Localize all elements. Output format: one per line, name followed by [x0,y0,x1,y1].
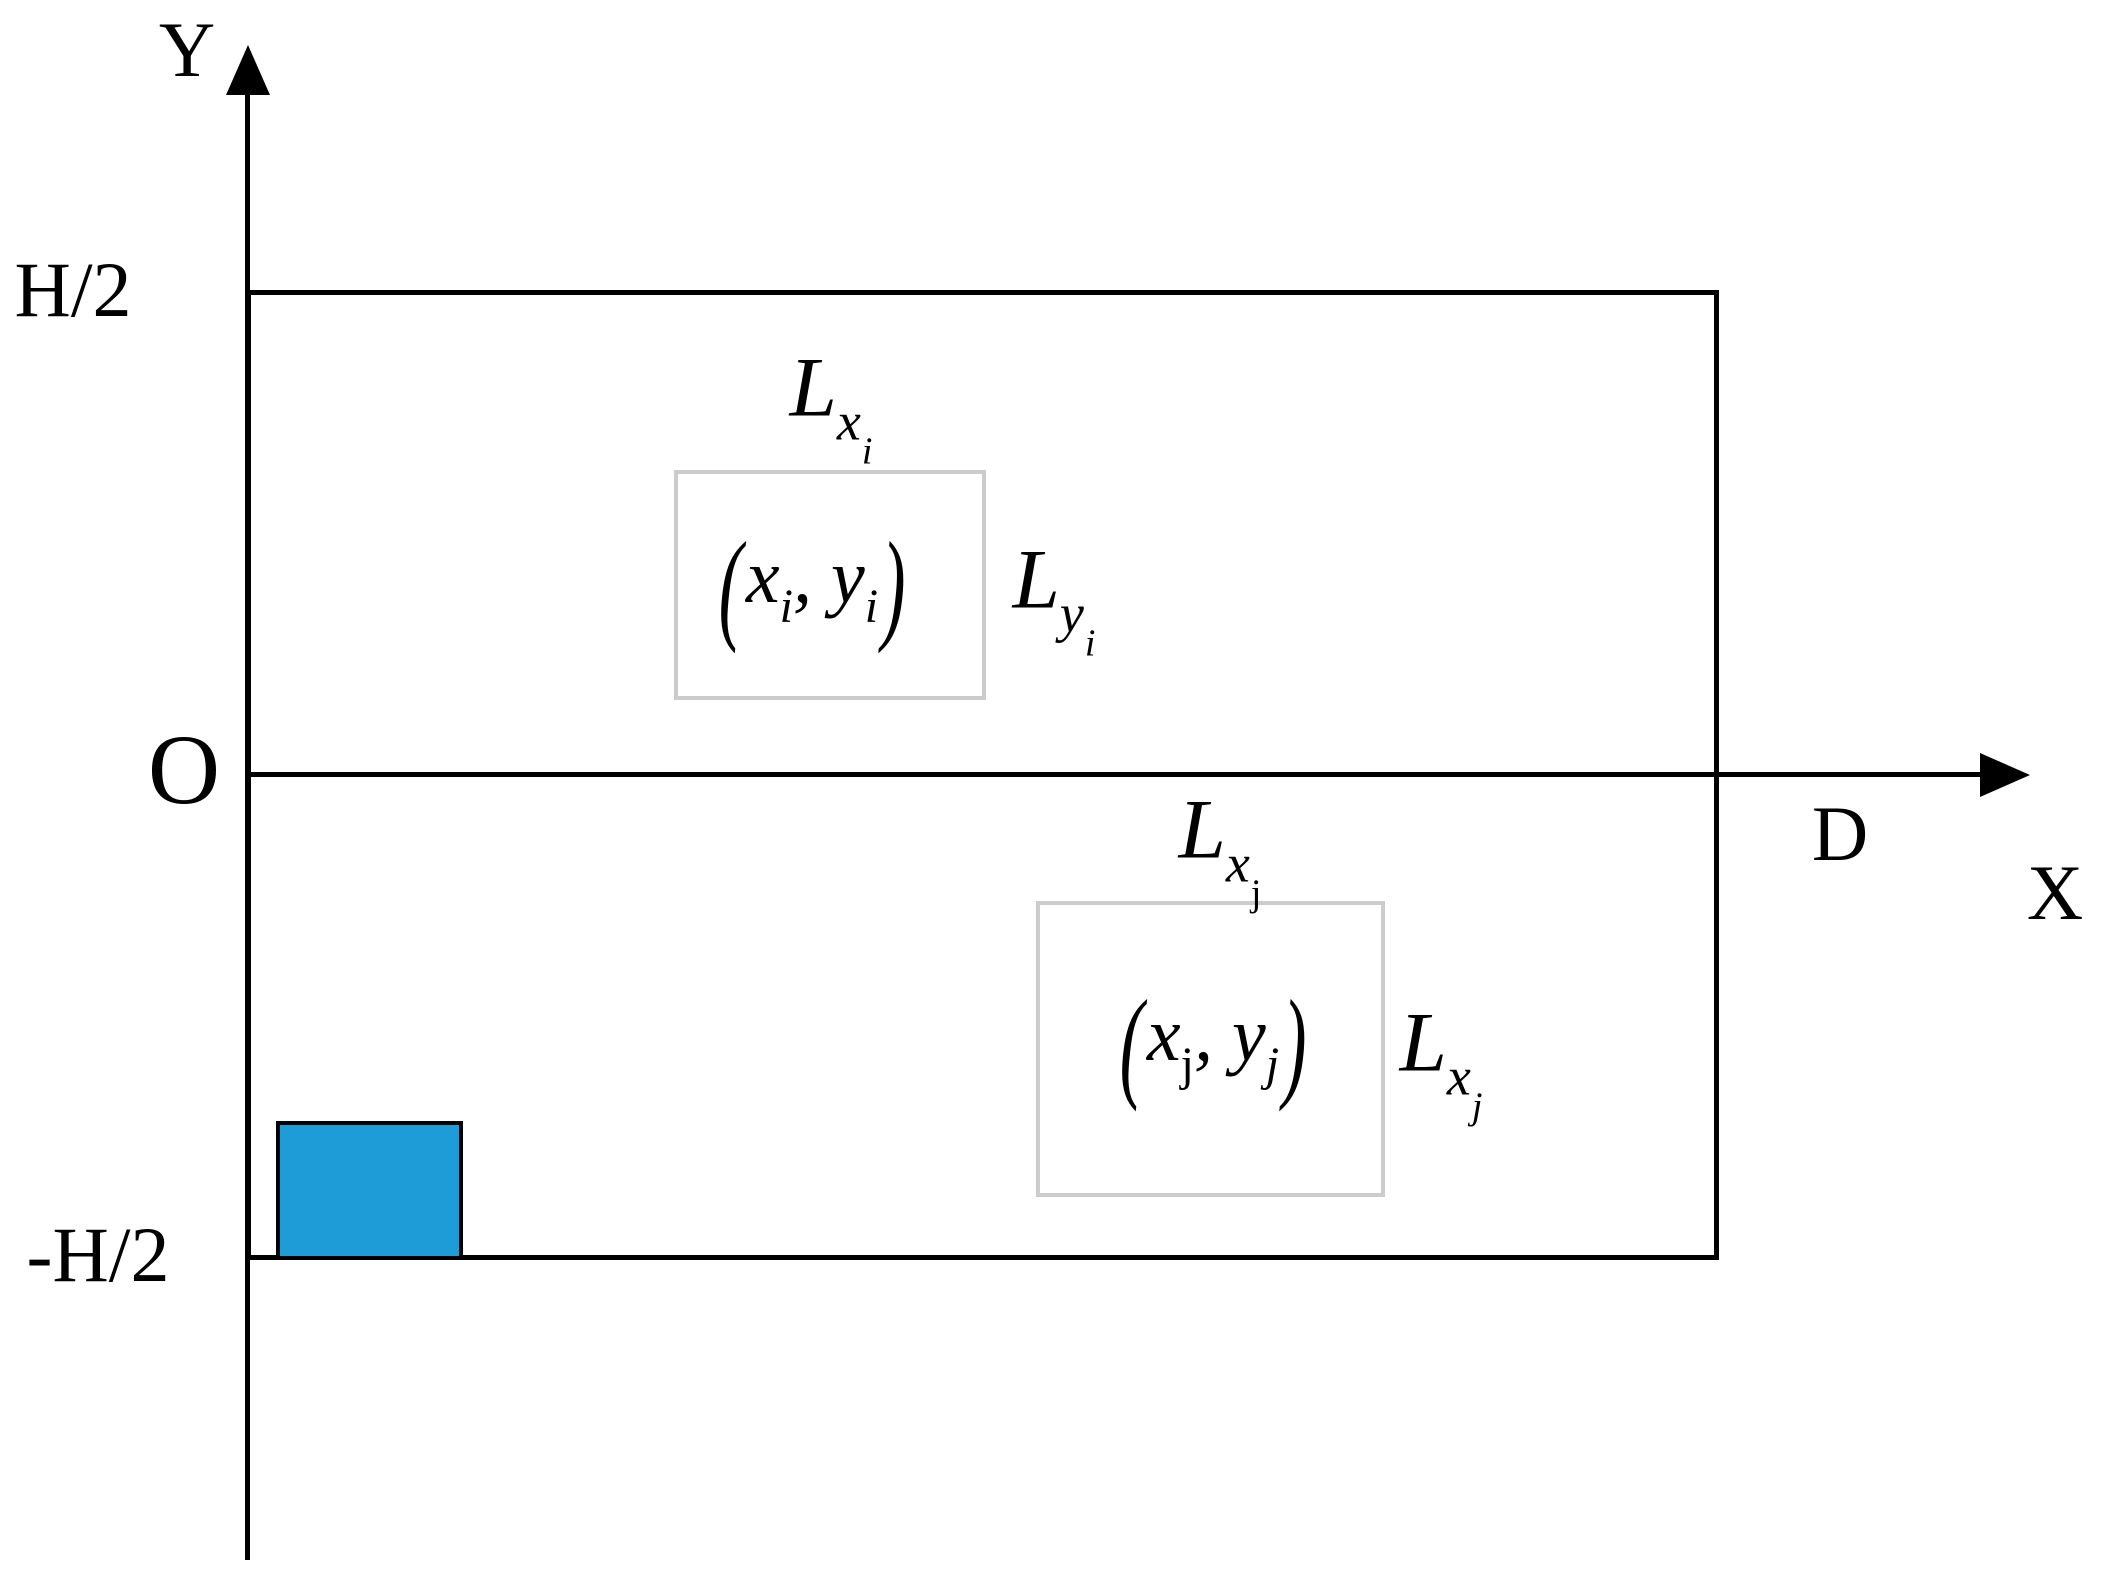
bottom-boundary-label: -H/2 [26,1211,170,1298]
open-paren: ( [1119,974,1144,1112]
coord-body: xj, yj [1147,997,1279,1089]
module-j-placement-box [1036,901,1385,1197]
label-sub: x [836,391,862,452]
module-i-coordinates: ( xi, yi ) [715,523,908,647]
coord-x: x [745,535,780,619]
module-j-width-label: Lxj [1179,787,1262,915]
label-base: L [1399,995,1447,1090]
x-axis-arrowhead-icon [1980,753,2030,797]
close-paren: ) [1282,974,1307,1112]
label-base: L [789,340,837,435]
coord-sep: , [793,535,831,619]
label-base: L [1012,532,1060,627]
origin-label: O [147,714,221,825]
x-axis-label: X [2026,849,2084,936]
coord-x: x [1146,993,1181,1077]
coord-body: xi, yi [746,539,878,631]
top-boundary-label: H/2 [14,246,132,333]
coord-x-sub: j [1180,1038,1194,1091]
y-axis-arrowhead-icon [226,45,270,95]
module-j-height-label: Lxj [1400,1000,1483,1128]
x-axis-line [248,772,1988,777]
label-sub: x [1446,1046,1472,1107]
open-paren: ( [718,516,743,654]
close-paren: ) [881,516,906,654]
y-axis-label: Y [158,6,216,93]
label-subsub: i [861,430,873,473]
y-axis-line [245,60,250,1560]
coord-y: y [831,535,865,619]
coord-x-sub: i [779,580,793,633]
label-subsub: j [1471,1085,1483,1128]
coord-sep: , [1194,993,1232,1077]
coord-y: y [1232,993,1266,1077]
module-i-placement-box [674,470,986,700]
label-sub: y [1059,583,1085,644]
label-base: L [1178,782,1226,877]
module-j-coordinates: ( xj, yj ) [1116,981,1309,1105]
label-subsub: i [1084,622,1096,665]
module-i-width-label: Lxi [790,345,873,473]
label-subsub: j [1250,872,1262,915]
coord-y-sub: j [1265,1038,1280,1091]
coord-y-sub: i [864,580,879,633]
module-block-rect [276,1121,463,1260]
x-extent-label: D [1811,790,1869,877]
label-sub: x [1225,833,1251,894]
module-i-height-label: Lyi [1013,537,1096,665]
